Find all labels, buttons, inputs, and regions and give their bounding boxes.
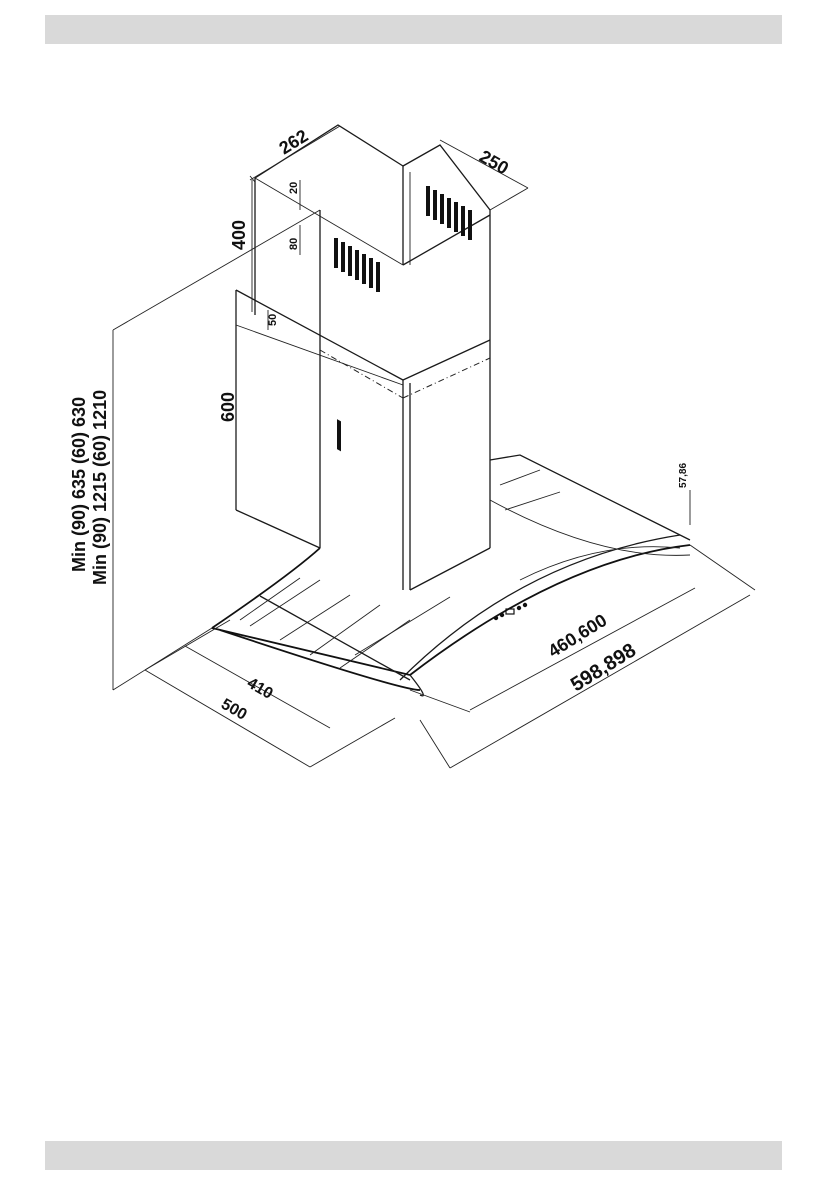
- dim-min-height-2: Min (90) 1215 (60) 1210: [90, 390, 110, 585]
- dim-inner-width: 460,600: [545, 610, 611, 661]
- dim-lower-height: 600: [218, 392, 238, 422]
- dim-lower-offset: 50: [267, 314, 279, 326]
- dim-inner-depth: 410: [244, 675, 276, 703]
- dim-chimney-depth: 262: [276, 126, 312, 159]
- control-panel: [494, 603, 527, 620]
- dim-outer-depth: 500: [218, 696, 250, 724]
- lower-chimney: [236, 290, 490, 590]
- dim-min-height-1: Min (90) 635 (60) 630: [69, 397, 89, 572]
- vent-slots-front: [337, 419, 341, 451]
- dim-upper-offset-vent: 80: [288, 238, 300, 250]
- vent-slots-left: [334, 238, 380, 292]
- dim-outer-width: 598,898: [567, 639, 640, 696]
- dim-chimney-width: 250: [476, 146, 512, 178]
- dim-glass-thickness: 57,86: [678, 463, 689, 488]
- dimension-lines: [113, 126, 755, 768]
- vent-slots-right: [426, 186, 472, 240]
- dim-upper-offset-top: 20: [288, 182, 300, 194]
- dim-upper-height: 400: [229, 220, 249, 250]
